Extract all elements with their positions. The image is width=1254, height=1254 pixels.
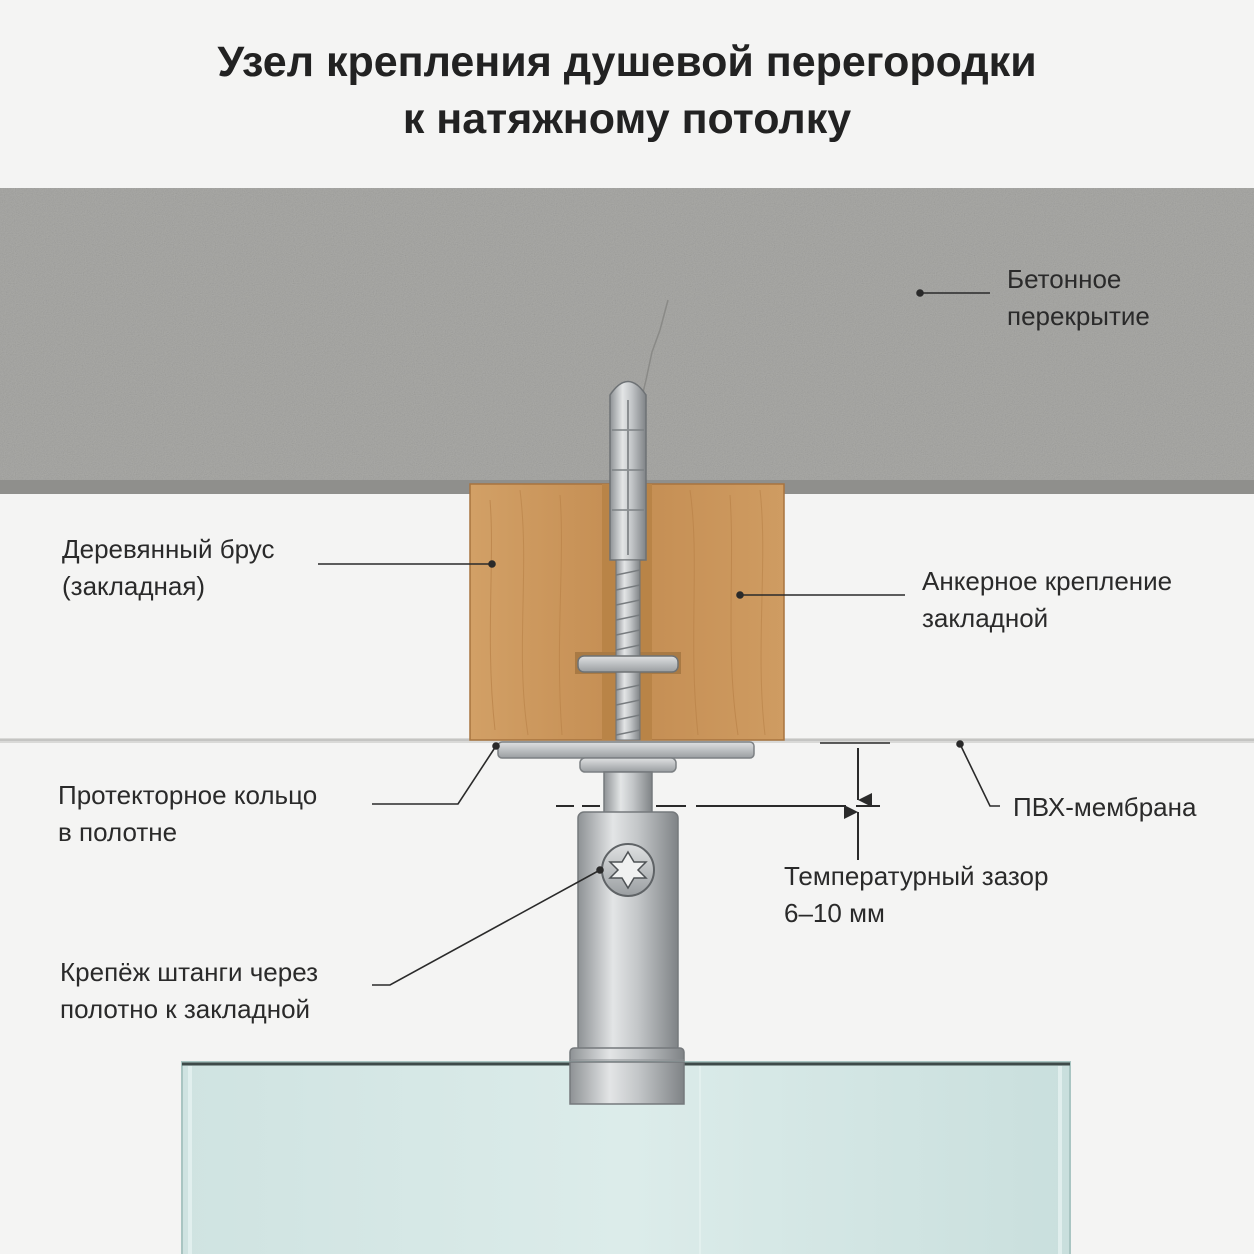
label-wood-beam: Деревянный брус (закладная) [62, 534, 275, 601]
rod-holder [569, 771, 685, 1105]
label-anchor: Анкерное крепление закладной [922, 566, 1173, 633]
title-line-1: Узел крепления душевой перегородки [217, 38, 1037, 86]
leader-protector-ring [372, 745, 497, 805]
protector-ring [497, 741, 755, 773]
title-line-2: к натяжному потолку [402, 95, 852, 143]
thermal-gap-dimension [556, 742, 890, 860]
label-protector-ring: Протекторное кольцо в полотне [58, 780, 318, 847]
torx-screw-icon [601, 843, 655, 897]
anchor-bolt-icon [577, 380, 679, 741]
label-pvc-membrane: ПВХ-мембрана [1013, 792, 1197, 822]
leader-lines [318, 289, 1000, 986]
label-thermal-gap: Температурный зазор 6–10 мм [784, 861, 1049, 928]
glass-panel [181, 1061, 1071, 1254]
leader-rod-fastener [372, 869, 601, 986]
label-concrete: Бетонное перекрытие [1007, 264, 1150, 331]
leader-pvc-membrane [959, 743, 1000, 807]
diagram-title: Узел крепления душевой перегородки к нат… [0, 34, 1254, 148]
label-rod-fastener: Крепёж штанги через полотно к закладной [60, 957, 319, 1024]
